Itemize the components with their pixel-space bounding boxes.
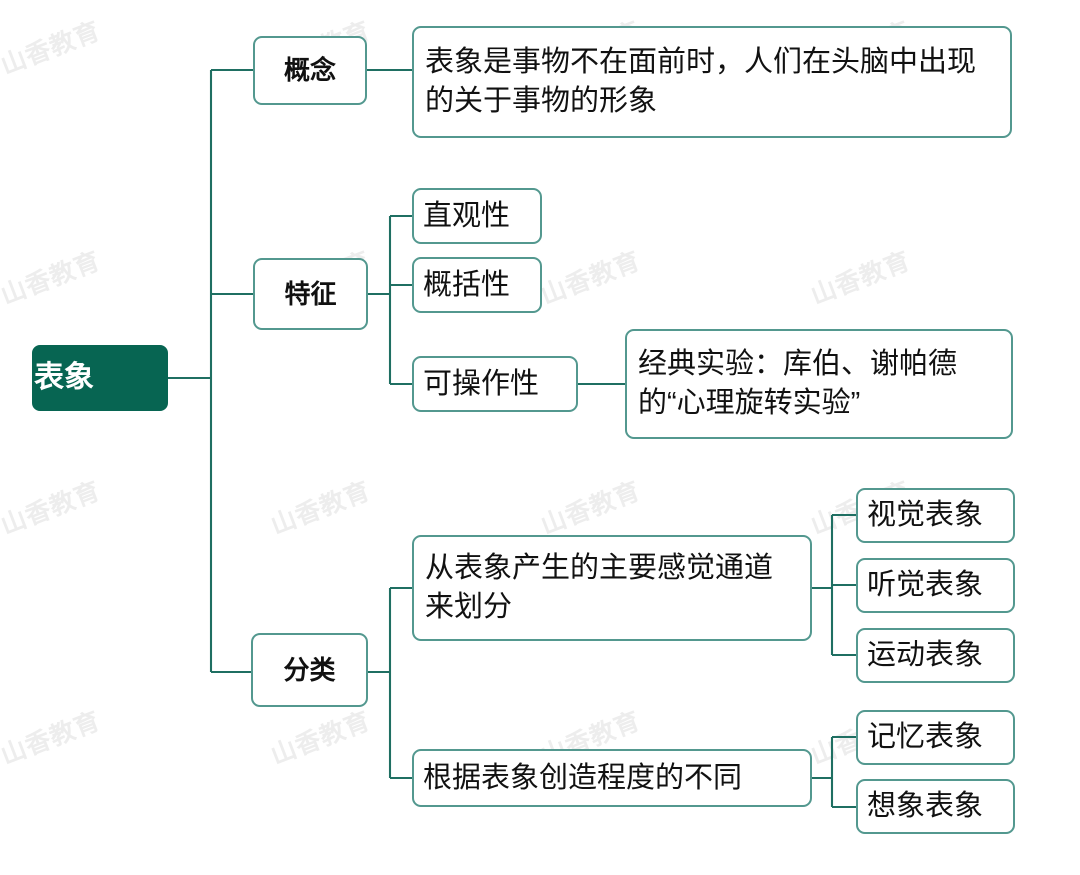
leaf-node-feature-intuitive[interactable]: 直观性 bbox=[412, 188, 542, 244]
branch-node-classification[interactable]: 分类 bbox=[251, 633, 368, 707]
leaf-node-feature-operable[interactable]: 可操作性 bbox=[412, 356, 578, 412]
branch-node-features[interactable]: 特征 bbox=[253, 258, 368, 330]
leaf-node-image-memory[interactable]: 记忆表象 bbox=[856, 710, 1015, 765]
leaf-node-image-imagination-label: 想象表象 bbox=[867, 790, 984, 823]
leaf-node-image-visual[interactable]: 视觉表象 bbox=[856, 488, 1015, 543]
root-node-label: 表象 bbox=[34, 361, 94, 395]
branch-node-features-label: 特征 bbox=[284, 278, 337, 309]
leaf-node-class-by-creation-degree[interactable]: 根据表象创造程度的不同 bbox=[412, 749, 812, 807]
leaf-node-class-by-sense-channel-label: 从表象产生的主要感觉通道来划分 bbox=[425, 552, 774, 623]
leaf-node-feature-general-label: 概括性 bbox=[423, 268, 511, 301]
branch-node-concept-label: 概念 bbox=[283, 55, 336, 86]
leaf-node-image-motor[interactable]: 运动表象 bbox=[856, 628, 1015, 683]
leaf-node-feature-general[interactable]: 概括性 bbox=[412, 257, 542, 313]
leaf-node-image-auditory-label: 听觉表象 bbox=[867, 569, 984, 602]
leaf-node-image-visual-label: 视觉表象 bbox=[867, 499, 984, 532]
leaf-node-class-by-sense-channel[interactable]: 从表象产生的主要感觉通道来划分 bbox=[412, 535, 812, 641]
leaf-node-classic-experiment-label: 经典实验：库伯、谢帕德的“心理旋转实验” bbox=[638, 348, 958, 419]
root-node-biaoxiang[interactable]: 表象 bbox=[32, 345, 168, 411]
branch-node-classification-label: 分类 bbox=[283, 654, 336, 685]
leaf-node-concept-definition[interactable]: 表象是事物不在面前时，人们在头脑中出现的关于事物的形象 bbox=[412, 26, 1012, 138]
leaf-node-concept-definition-label: 表象是事物不在面前时，人们在头脑中出现的关于事物的形象 bbox=[425, 46, 977, 117]
leaf-node-class-by-creation-degree-label: 根据表象创造程度的不同 bbox=[423, 761, 743, 794]
branch-node-concept[interactable]: 概念 bbox=[253, 36, 367, 105]
leaf-node-feature-operable-label: 可操作性 bbox=[423, 367, 540, 400]
leaf-node-classic-experiment[interactable]: 经典实验：库伯、谢帕德的“心理旋转实验” bbox=[625, 329, 1013, 439]
leaf-node-image-memory-label: 记忆表象 bbox=[867, 721, 984, 754]
leaf-node-image-motor-label: 运动表象 bbox=[867, 639, 984, 672]
leaf-node-image-imagination[interactable]: 想象表象 bbox=[856, 779, 1015, 834]
leaf-node-image-auditory[interactable]: 听觉表象 bbox=[856, 558, 1015, 613]
leaf-node-feature-intuitive-label: 直观性 bbox=[423, 199, 511, 232]
